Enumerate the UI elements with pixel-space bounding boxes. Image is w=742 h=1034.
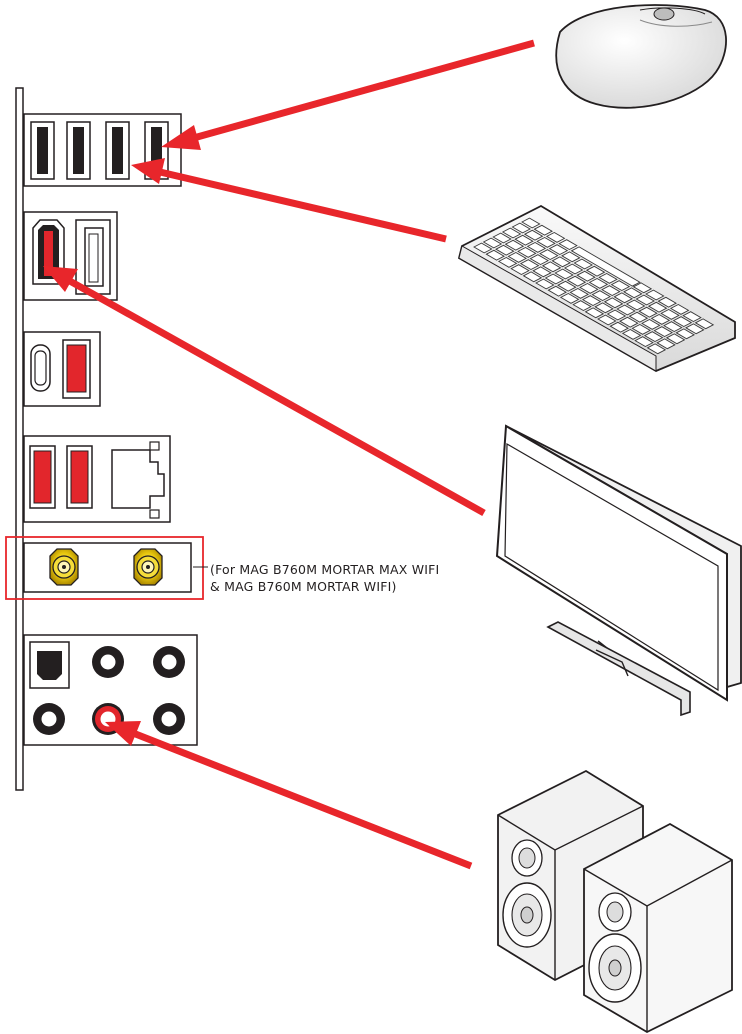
usb3-lan-block [24,436,170,522]
antenna-connector [134,549,162,585]
arrow-mouse-to-usb [161,43,534,150]
audio-jack [33,703,65,735]
antenna-connector [50,549,78,585]
speakers-icon [498,771,732,1032]
audio-jack [92,646,124,678]
usb-port [67,122,90,179]
audio-jack [153,646,185,678]
usb-3-port [63,340,90,398]
caption-line-2: & MAG B760M MORTAR WIFI) [210,578,470,595]
audio-jack [153,703,185,735]
keyboard-icon [459,206,735,371]
monitor-icon [497,426,741,715]
usb-c-usb3-block [24,332,100,406]
mouse-icon [556,5,726,108]
optical-spdif-out [30,642,69,688]
audio-block [24,635,197,745]
usb-port [106,122,129,179]
usb-c-port [31,345,50,391]
wifi-antenna-connectors [6,537,208,599]
io-panel-edge [16,88,23,790]
usb-port [31,122,54,179]
wifi-model-caption: (For MAG B760M MORTAR MAX WIFI & MAG B76… [210,561,470,595]
displayport-port [76,220,110,294]
io-panel [6,88,208,790]
video-ports [24,212,117,300]
usb-3-port [67,446,92,508]
arrow-speakers-to-line-out [105,721,471,866]
usb-3-port [30,446,55,508]
caption-line-1: (For MAG B760M MORTAR MAX WIFI [210,561,470,578]
